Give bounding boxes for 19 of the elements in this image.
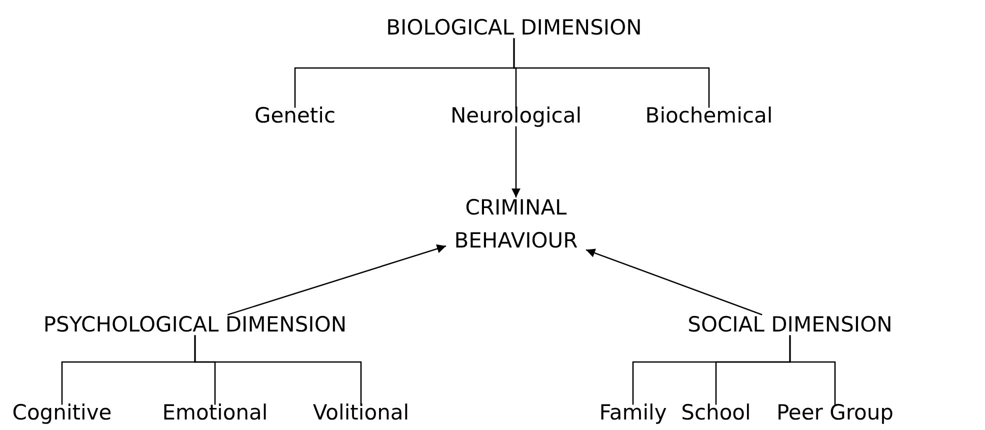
dimension-heading: CRIMINAL BEHAVIOUR xyxy=(446,191,586,257)
dimension-heading: BIOLOGICAL DIMENSION xyxy=(386,12,642,44)
category-label: Biochemical xyxy=(645,100,773,132)
category-label: Neurological xyxy=(450,100,582,132)
category-label: Emotional xyxy=(162,396,268,430)
category-label: Genetic xyxy=(254,100,336,132)
dimension-heading: PSYCHOLOGICAL DIMENSION xyxy=(43,308,347,342)
arrow xyxy=(586,248,762,316)
category-label: Cognitive xyxy=(12,396,112,430)
arrow xyxy=(511,126,521,198)
category-label: School xyxy=(681,396,751,430)
category-label: Family xyxy=(599,396,667,430)
arrow xyxy=(227,244,446,316)
tree-connector xyxy=(513,38,710,108)
tree-connector xyxy=(194,335,362,405)
category-label: Volitional xyxy=(312,396,410,430)
tree-connector xyxy=(789,335,836,405)
dimension-heading: SOCIAL DIMENSION xyxy=(688,308,892,342)
category-label: Peer Group xyxy=(776,396,894,430)
